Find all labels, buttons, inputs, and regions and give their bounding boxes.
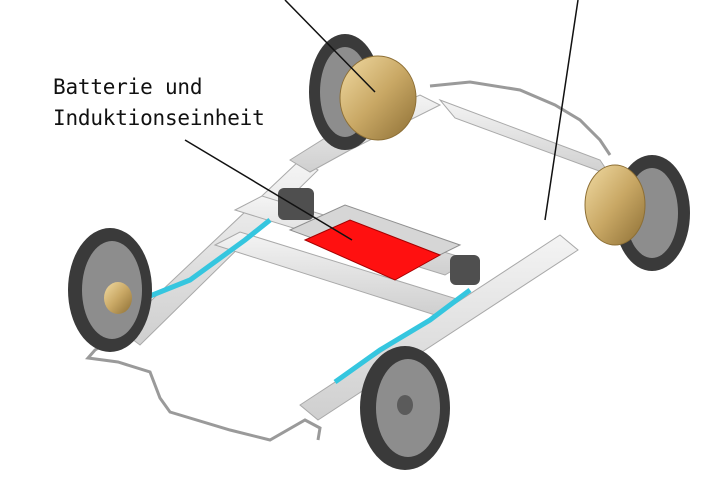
- wheel-rear-right: [584, 155, 690, 271]
- label-battery-line1: Batterie und: [53, 75, 203, 99]
- top-cable: [429, 80, 612, 156]
- steering-link-right: [333, 288, 472, 385]
- label-battery-line2: Induktionseinheit: [53, 106, 265, 130]
- frame-right-upper: [438, 98, 612, 176]
- rear-cable: [85, 333, 322, 442]
- inductive-unit-rear: [278, 188, 314, 220]
- steering-link-left: [139, 218, 272, 303]
- wheel-front-right: [360, 346, 450, 470]
- wheel-rear-left: [309, 34, 417, 150]
- battery-pack: [303, 219, 442, 281]
- leader-line-battery: [184, 139, 353, 241]
- leader-line-top-right: [544, 0, 579, 221]
- wheel-front-left: [68, 228, 152, 352]
- inductive-unit-front: [450, 255, 480, 285]
- leader-line-top-left: [284, 0, 376, 93]
